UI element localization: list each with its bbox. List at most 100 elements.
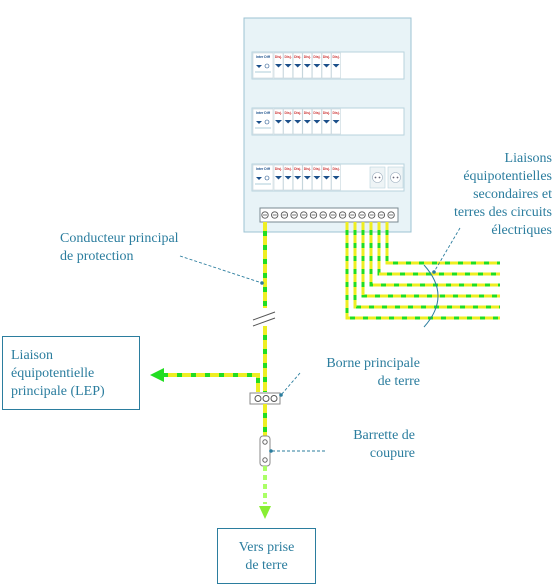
label-line: équipotentielle [11, 366, 95, 381]
circuit-breaker: Disj. [331, 108, 341, 135]
socket-outlet [369, 166, 386, 189]
circuit-breaker: Disj. [283, 108, 293, 135]
leader-conducteur [179, 255, 263, 284]
circuit-breaker: Disj. [273, 52, 284, 79]
differential-switch: Inter Diff [252, 108, 274, 135]
differential-switch: Inter Diff [252, 52, 274, 79]
device-label: Disj. [294, 167, 301, 171]
main-protective-conductor [252, 222, 276, 392]
label-line: principale (LEP) [11, 384, 105, 399]
circuit-breaker: Disj. [312, 52, 322, 79]
terminal-screw [377, 211, 386, 219]
device-label: Disj. [285, 111, 292, 115]
grouping-brace [423, 264, 439, 328]
label-barrette: Barrette de coupure [300, 427, 415, 463]
circuit-breaker: Disj. [292, 52, 303, 79]
earth-arrowhead [259, 506, 271, 519]
circuit-breaker: Disj. [321, 52, 332, 79]
secondary-conductors [345, 222, 500, 320]
label-line: Borne principale [326, 356, 420, 371]
label-lep-box: Liaison équipotentielle principale (LEP) [2, 336, 140, 410]
circuit-breaker: Disj. [302, 164, 313, 191]
device-label: Disj. [304, 55, 311, 59]
break-mark [252, 311, 276, 321]
label-conducteur-principal: Conducteur principal de protection [60, 230, 250, 266]
terminal-screw [338, 211, 347, 219]
label-borne-principale: Borne principale de terre [290, 355, 420, 391]
socket-outlet [387, 166, 404, 189]
secondary-conductor [353, 222, 500, 309]
circuit-breaker: Disj. [321, 164, 332, 191]
earth-electrode-conductor [259, 466, 271, 519]
label-line: Vers prise [238, 540, 295, 555]
device-label: Disj. [285, 167, 292, 171]
terminal-screw [368, 211, 376, 219]
device-label: Disj. [323, 111, 330, 115]
terminal-screw [309, 211, 318, 219]
circuit-breaker: Disj. [331, 52, 341, 79]
leader-lines [179, 227, 461, 452]
device-label: Disj. [333, 111, 340, 115]
label-line: Barrette de [353, 428, 415, 443]
label-line: électriques [491, 223, 552, 238]
circuit-breaker: Disj. [302, 108, 313, 135]
lep-conductor [150, 368, 260, 392]
circuit-breaker: Disj. [273, 164, 284, 191]
differential-switch: Inter Diff [252, 164, 274, 191]
label-line: terres des circuits [454, 205, 552, 220]
terminal-screw [319, 211, 327, 219]
device-label: Disj. [313, 55, 320, 59]
secondary-conductor [361, 222, 500, 298]
device-label: Disj. [313, 167, 320, 171]
label-line: de terre [377, 374, 420, 389]
circuit-breaker: Disj. [283, 164, 293, 191]
secondary-conductor [385, 222, 500, 265]
device-label: Disj. [275, 111, 282, 115]
device-label: Disj. [323, 55, 330, 59]
terminal-screw [261, 211, 269, 219]
circuit-breaker: Disj. [321, 108, 332, 135]
label-prise-de-terre-box: Vers prise de terre [217, 528, 316, 584]
break-mark [252, 317, 276, 327]
circuit-breaker: Disj. [312, 164, 322, 191]
terminal-screw [358, 211, 366, 219]
device-label: Disj. [333, 167, 340, 171]
disconnecting-link [259, 435, 271, 467]
terminal-block [259, 207, 399, 223]
label-line: Liaison [11, 348, 53, 363]
label-line: secondaires et [473, 187, 552, 202]
label-line: Conducteur principal [60, 231, 179, 246]
secondary-conductor [345, 222, 500, 320]
device-label: Disj. [304, 167, 311, 171]
terminal-screw [290, 211, 298, 219]
circuit-breaker: Disj. [331, 164, 341, 191]
terminal-screw [329, 211, 337, 219]
circuit-breaker: Disj. [283, 52, 293, 79]
device-label: Disj. [275, 55, 282, 59]
secondary-conductor [369, 222, 500, 287]
terminal-screw [280, 211, 289, 219]
secondary-conductor [377, 222, 500, 276]
circuit-breaker: Disj. [292, 164, 303, 191]
label-line: de protection [60, 249, 134, 264]
circuit-breaker: Disj. [302, 52, 313, 79]
circuit-breaker: Disj. [312, 108, 322, 135]
device-label: Disj. [313, 111, 320, 115]
device-label: Disj. [285, 55, 292, 59]
circuit-breaker: Disj. [292, 108, 303, 135]
circuit-breaker: Disj. [273, 108, 284, 135]
label-line: coupure [369, 446, 415, 461]
device-label: Disj. [294, 55, 301, 59]
device-label: Disj. [323, 167, 330, 171]
device-label: Disj. [275, 167, 282, 171]
label-line: équipotentielles [463, 169, 552, 184]
terminal-screw [387, 211, 395, 219]
device-label: Disj. [294, 111, 301, 115]
device-label: Inter Diff [256, 167, 271, 171]
